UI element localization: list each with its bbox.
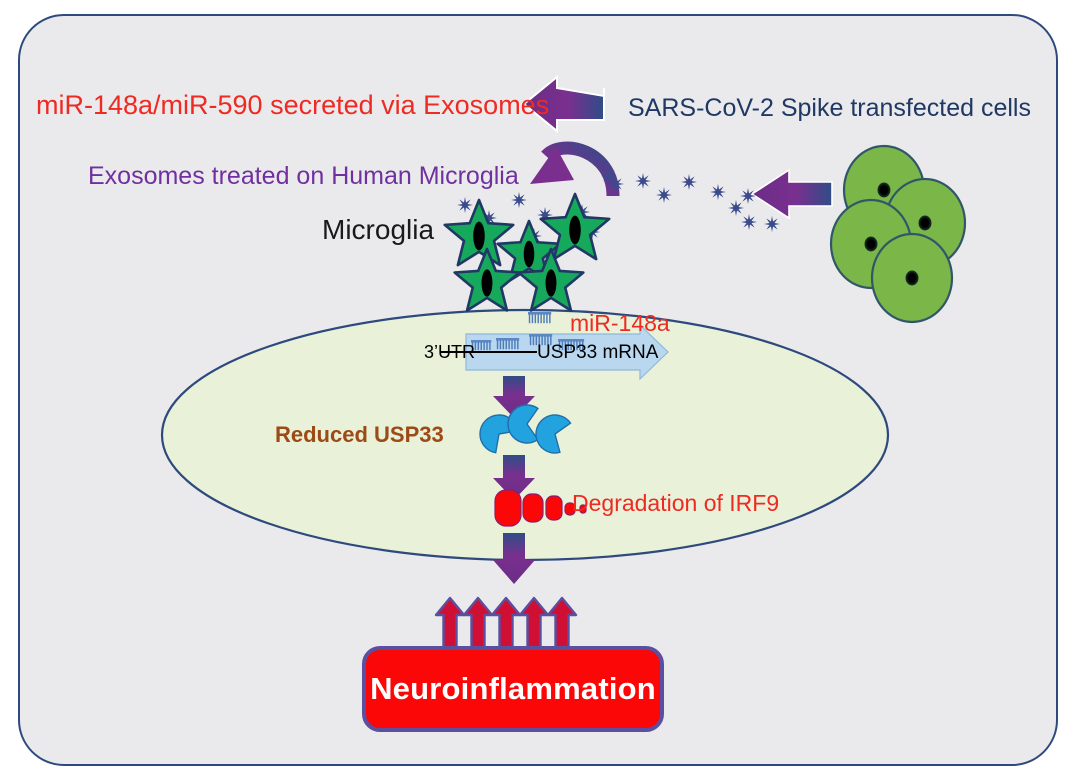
- label-microglia: Microglia: [322, 214, 435, 245]
- label-mir-148a: miR-148a: [570, 310, 670, 336]
- label-mir-secreted: miR-148a/miR-590 secreted via Exosomes: [36, 90, 550, 120]
- label-usp33-mrna: USP33 mRNA: [537, 342, 659, 363]
- label-reduced-usp33: Reduced USP33: [275, 422, 444, 447]
- label-neuroinflammation: Neuroinflammation: [370, 671, 656, 706]
- label-exosomes-treated: Exosomes treated on Human Microglia: [88, 162, 519, 190]
- label-sars-cells: SARS-CoV-2 Spike transfected cells: [628, 94, 1031, 122]
- label-3utr: 3’UTR: [424, 342, 476, 362]
- label-degradation-irf9: Degradation of IRF9: [572, 490, 780, 516]
